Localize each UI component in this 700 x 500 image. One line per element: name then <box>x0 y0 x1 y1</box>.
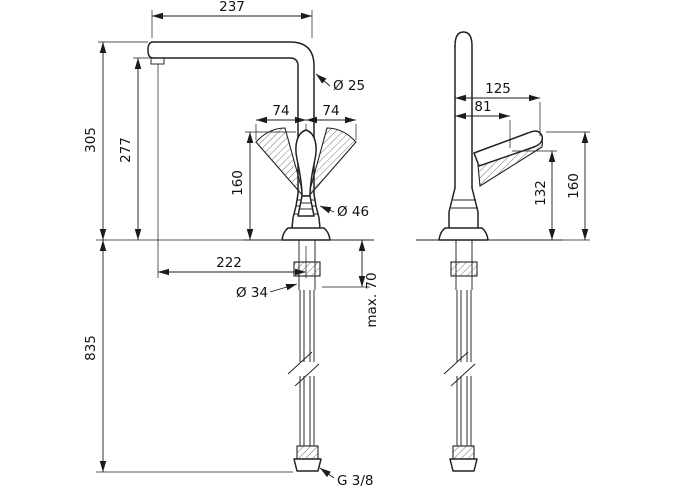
dim-237-label: 237 <box>219 0 245 15</box>
mounting-nut-side <box>450 261 478 277</box>
dimension-160-side: 160 <box>546 131 590 241</box>
body-side <box>438 187 489 241</box>
dimension-74-right: 74 <box>306 103 357 140</box>
spout-outline <box>147 41 315 195</box>
dim-835-label: 835 <box>83 335 99 361</box>
handle-swing-left-hatch <box>255 127 305 198</box>
dim-81-label: 81 <box>474 99 491 115</box>
dimension-305: 305 <box>83 41 243 241</box>
mounting-nut <box>293 261 321 277</box>
dim-132-label: 132 <box>533 180 549 206</box>
break-mark <box>294 363 320 387</box>
dim-305-label: 305 <box>83 127 99 153</box>
base-flange-side <box>438 227 489 241</box>
aerator <box>150 57 165 65</box>
break-mark <box>450 363 476 387</box>
dim-277-label: 277 <box>118 137 134 163</box>
break-mark <box>443 351 469 375</box>
dim-125-label: 125 <box>485 81 511 97</box>
dimension-max70: max. 70 <box>322 240 380 328</box>
dimension-222: 222 <box>157 64 307 278</box>
body-outline <box>281 193 331 241</box>
dim-dia25-label: Ø 25 <box>333 78 365 94</box>
handle-lever-side <box>473 130 544 167</box>
dim-dia46-label: Ø 46 <box>337 204 369 220</box>
dim-160-front-label: 160 <box>230 170 246 196</box>
dimension-dia46: Ø 46 <box>319 204 369 220</box>
dim-160-side-label: 160 <box>566 173 582 199</box>
side-view <box>416 31 562 472</box>
dimension-835: 835 <box>83 240 293 473</box>
dimension-dia34: Ø 34 <box>236 283 298 301</box>
dim-74-right-label: 74 <box>322 103 339 119</box>
dim-g38-label: G 3/8 <box>337 473 373 489</box>
shank-and-hoses <box>287 240 322 472</box>
front-view <box>147 41 374 472</box>
dimension-g38: G 3/8 <box>319 467 373 489</box>
dim-74-left-label: 74 <box>272 103 289 119</box>
handle-swing-right-hatch <box>307 127 357 198</box>
dim-222-label: 222 <box>216 255 242 271</box>
spout-pipe-side <box>454 31 473 189</box>
dim-dia34-label: Ø 34 <box>236 285 268 301</box>
dimension-81: 81 <box>455 99 511 148</box>
dimension-277: 277 <box>118 57 150 240</box>
handle-outline <box>295 129 317 217</box>
dimension-160-front: 160 <box>230 131 296 240</box>
hose-connector <box>296 445 319 460</box>
base-flange <box>281 227 331 241</box>
dimension-dia25: Ø 25 <box>315 73 365 94</box>
shank-and-hoses-side <box>443 240 478 472</box>
dimension-125: 125 <box>455 81 541 136</box>
dimension-237: 237 <box>151 0 313 38</box>
break-mark <box>287 351 313 375</box>
dimension-132: 132 <box>512 150 557 240</box>
dim-max70-label: max. 70 <box>364 272 380 327</box>
hose-connector-side <box>452 445 475 460</box>
